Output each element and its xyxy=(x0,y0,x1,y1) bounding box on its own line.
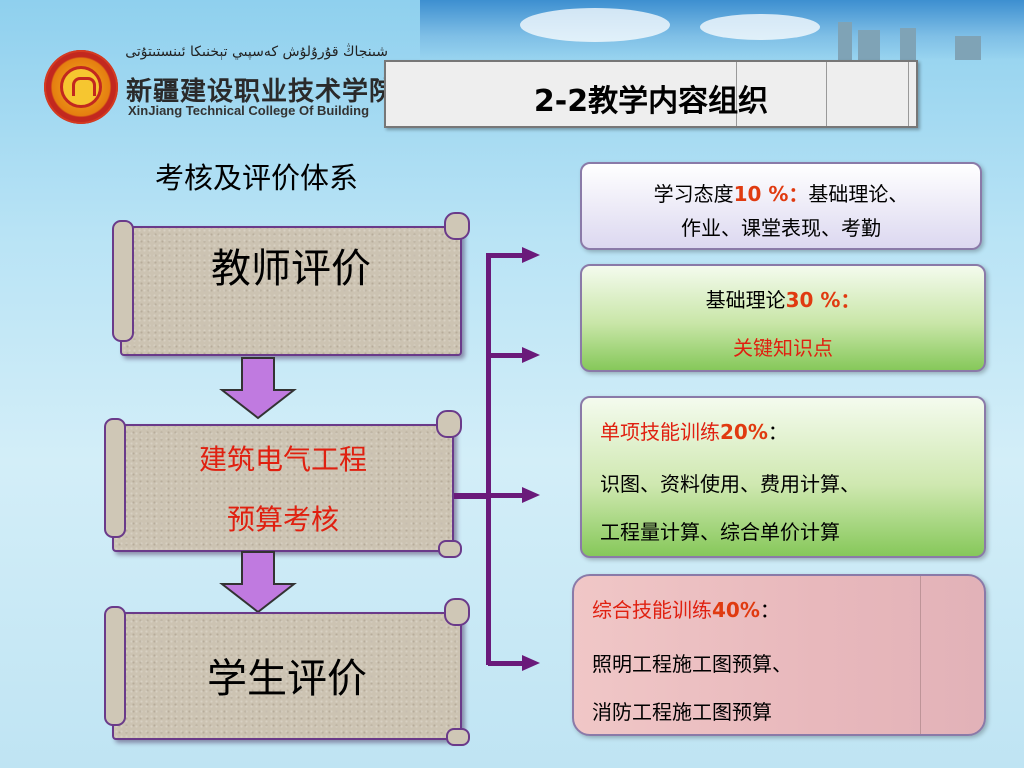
connector-horizontal xyxy=(454,493,488,499)
connector-vertical xyxy=(486,253,491,665)
basic-theory-line2: 关键知识点 xyxy=(582,332,984,361)
learning-attitude-line1: 学习态度10 %：基础理论、 xyxy=(582,178,980,207)
divider xyxy=(826,62,827,126)
skyline-building xyxy=(838,22,852,60)
learning-attitude-line2: 作业、课堂表现、考勤 xyxy=(582,212,980,241)
cloud xyxy=(520,8,670,42)
scroll-curl xyxy=(446,728,470,746)
item-detail: 关键知识点 xyxy=(733,336,833,360)
scroll-curl xyxy=(112,220,134,342)
logo-emblem xyxy=(60,66,102,108)
cloud xyxy=(700,14,820,40)
school-name-chinese: 新疆建设职业技术学院 xyxy=(126,77,397,107)
divider xyxy=(736,62,737,126)
single-skill-line1: 单项技能训练20%： xyxy=(600,416,984,445)
scroll-curl xyxy=(104,418,126,538)
item-label: 学习态度 xyxy=(653,182,734,206)
connector-branch xyxy=(488,493,526,498)
school-name-english: XinJiang Technical College Of Building xyxy=(128,103,370,118)
assessment-title-line2: 预算考核 xyxy=(226,503,339,536)
student-evaluation-label: 学生评价 xyxy=(207,656,367,702)
scroll-curl xyxy=(438,540,462,558)
item-detail: 识图、资料使用、费用计算、 xyxy=(600,472,860,496)
skyline-building xyxy=(955,36,981,60)
basic-theory-box: 基础理论30 %： 关键知识点 xyxy=(580,264,986,372)
assessment-title-line1: 建筑电气工程 xyxy=(198,443,367,476)
item-label: 基础理论 xyxy=(705,288,786,312)
item-colon: ： xyxy=(767,420,788,444)
item-weight: 10 %： xyxy=(733,182,809,206)
school-name-uyghur: شىنجاڭ قۇرۇلۇش كەسپىي تېخنىكا ئىنستىتۇتى xyxy=(125,44,388,60)
basic-theory-line1: 基础理论30 %： xyxy=(582,284,984,313)
item-detail: 照明工程施工图预算、 xyxy=(592,652,792,676)
learning-attitude-box: 学习态度10 %：基础理论、 作业、课堂表现、考勤 xyxy=(580,162,982,250)
connector-branch xyxy=(488,661,526,666)
connector-branch xyxy=(488,353,526,358)
item-label: 单项技能训练 xyxy=(600,420,720,444)
arrowhead-icon xyxy=(522,487,540,503)
scroll-curl xyxy=(436,410,462,438)
item-label: 综合技能训练 xyxy=(592,598,712,622)
budget-assessment-scroll: 建筑电气工程 预算考核 xyxy=(104,410,462,558)
arrowhead-icon xyxy=(522,247,540,263)
title-box: 2-2教学内容组织 xyxy=(384,60,918,128)
divider xyxy=(920,576,921,734)
college-logo xyxy=(44,50,118,124)
item-detail: 消防工程施工图预算 xyxy=(592,700,772,724)
item-detail: 工程量计算、综合单价计算 xyxy=(600,520,840,544)
item-weight: 40% xyxy=(712,598,760,622)
comprehensive-skill-line2: 照明工程施工图预算、 xyxy=(592,648,984,677)
connector-branch xyxy=(488,253,526,258)
skyline-building xyxy=(900,28,916,60)
item-weight: 30 %： xyxy=(785,288,861,312)
section-heading: 考核及评价体系 xyxy=(155,161,359,195)
divider xyxy=(908,62,909,126)
arrowhead-icon xyxy=(522,347,540,363)
house-icon xyxy=(72,77,96,96)
item-detail: 作业、课堂表现、考勤 xyxy=(681,216,881,240)
scroll-curl xyxy=(104,606,126,726)
single-skill-line2: 识图、资料使用、费用计算、 xyxy=(600,468,984,497)
down-arrow-icon xyxy=(219,551,297,614)
item-colon: ： xyxy=(759,598,780,622)
single-skill-box: 单项技能训练20%： 识图、资料使用、费用计算、 工程量计算、综合单价计算 xyxy=(580,396,986,558)
slide-title: 2-2教学内容组织 xyxy=(533,84,769,119)
comprehensive-skill-line3: 消防工程施工图预算 xyxy=(592,696,984,725)
down-arrow-icon xyxy=(219,357,297,420)
teacher-evaluation-label: 教师评价 xyxy=(211,246,371,292)
scroll-curl xyxy=(444,212,470,240)
student-evaluation-scroll: 学生评价 xyxy=(104,598,470,746)
single-skill-line3: 工程量计算、综合单价计算 xyxy=(600,516,984,545)
teacher-evaluation-scroll: 教师评价 xyxy=(112,212,470,356)
comprehensive-skill-line1: 综合技能训练40%： xyxy=(592,594,984,623)
skyline-building xyxy=(858,30,880,60)
comprehensive-skill-box: 综合技能训练40%： 照明工程施工图预算、 消防工程施工图预算 xyxy=(572,574,986,736)
item-detail: 基础理论、 xyxy=(808,182,909,206)
scroll-curl xyxy=(444,598,470,626)
item-weight: 20% xyxy=(720,420,768,444)
arrowhead-icon xyxy=(522,655,540,671)
